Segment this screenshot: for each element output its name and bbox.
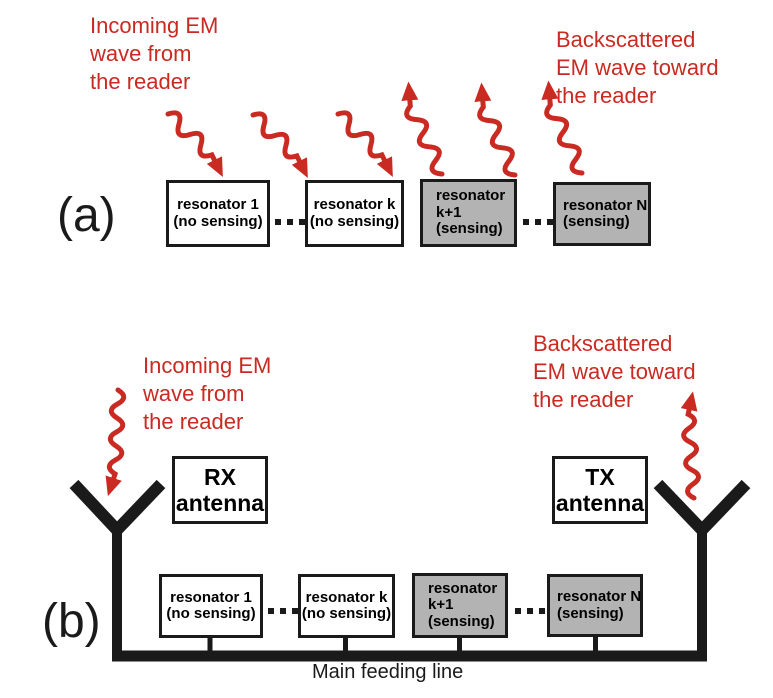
annotation-line: Incoming EM xyxy=(143,353,272,378)
backscattered-wave-arrow-icon xyxy=(474,82,518,178)
incoming-annotation-a: Incoming EM wave from the reader xyxy=(90,12,218,96)
resonator-label: (sensing) xyxy=(563,213,630,230)
antenna-label: antenna xyxy=(555,490,645,516)
annotation-line: the reader xyxy=(533,387,634,412)
annotation-line: the reader xyxy=(143,409,244,434)
backscattered-wave-arrow-icon xyxy=(401,81,445,177)
resonator-label: k+1 xyxy=(436,203,462,221)
annotation-line: Incoming EM xyxy=(90,13,219,38)
resonator-label: resonator xyxy=(436,187,506,205)
resonator-label: (sensing) xyxy=(436,220,503,238)
antenna-label: RX xyxy=(204,464,236,490)
rx-antenna-box: RX antenna xyxy=(172,456,268,524)
annotation-line: wave from xyxy=(90,41,192,66)
resonator-label: resonator k xyxy=(313,196,396,213)
panel-a-label: (a) xyxy=(57,189,116,242)
resonator-box-1-b: resonator 1 (no sensing) xyxy=(159,574,263,638)
resonator-label: (no sensing) xyxy=(301,605,392,622)
annotation-line: Backscattered xyxy=(533,331,673,356)
resonator-box-k1-a: resonator k+1 (sensing) xyxy=(420,179,517,247)
annotation-line: EM wave toward xyxy=(556,55,719,80)
resonator-label: resonator N xyxy=(557,588,642,605)
resonator-label: (no sensing) xyxy=(166,605,256,622)
antenna-label: antenna xyxy=(175,490,265,516)
annotation-line: the reader xyxy=(556,83,657,108)
resonator-box-k-a: resonator k (no sensing) xyxy=(305,180,404,247)
resonator-label: resonator 1 xyxy=(177,196,259,213)
annotation-line: Backscattered xyxy=(556,27,696,52)
resonator-box-n-a: resonator N (sensing) xyxy=(553,182,651,246)
incoming-wave-arrows-a xyxy=(165,110,393,178)
resonator-label: (no sensing) xyxy=(309,212,400,230)
annotation-line: wave from xyxy=(143,381,245,406)
tx-antenna-box: TX antenna xyxy=(552,456,648,524)
annotation-line: EM wave toward xyxy=(533,359,696,384)
main-feeding-line-label: Main feeding line xyxy=(312,661,464,683)
ellipsis-dots-icon xyxy=(515,608,545,614)
backscattered-wave-arrows-a xyxy=(401,80,585,178)
backscattered-wave-arrow-icon xyxy=(680,391,701,501)
resonator-label: (no sensing) xyxy=(173,212,263,230)
antenna-label: TX xyxy=(585,464,615,490)
incoming-wave-arrow-icon xyxy=(335,110,393,177)
backscattered-wave-arrow-icon xyxy=(541,80,585,176)
incoming-wave-arrow-icon xyxy=(165,110,223,177)
resonator-label: (sensing) xyxy=(557,604,624,622)
backscattered-annotation-a: Backscattered EM wave toward the reader xyxy=(556,26,719,110)
incoming-wave-arrow-icon xyxy=(250,111,308,178)
ellipsis-dots-icon xyxy=(523,219,553,225)
ellipsis-dots-icon xyxy=(268,608,298,614)
incoming-wave-arrow-icon xyxy=(105,387,127,497)
backscattered-annotation-b: Backscattered EM wave toward the reader xyxy=(533,330,696,414)
resonator-label: (sensing) xyxy=(428,612,495,630)
resonator-label: k+1 xyxy=(428,596,454,614)
resonator-box-n-b: resonator N (sensing) xyxy=(547,574,643,637)
resonator-label: resonator k xyxy=(305,588,388,606)
tx-antenna-icon xyxy=(653,479,751,656)
annotation-line: the reader xyxy=(90,69,191,94)
resonator-box-k1-b: resonator k+1 (sensing) xyxy=(412,573,508,638)
rx-antenna-icon xyxy=(69,479,166,656)
resonator-label: resonator N xyxy=(563,196,648,214)
resonator-box-k-b: resonator k (no sensing) xyxy=(298,574,395,638)
resonator-label: resonator xyxy=(428,579,498,597)
panel-b-label: (b) xyxy=(42,595,101,648)
resonator-box-1-a: resonator 1 (no sensing) xyxy=(166,180,270,247)
resonator-label: resonator 1 xyxy=(170,588,252,606)
resonator-stubs xyxy=(207,636,598,653)
incoming-annotation-b: Incoming EM wave from the reader xyxy=(143,352,271,436)
ellipsis-dots-icon xyxy=(275,219,305,225)
